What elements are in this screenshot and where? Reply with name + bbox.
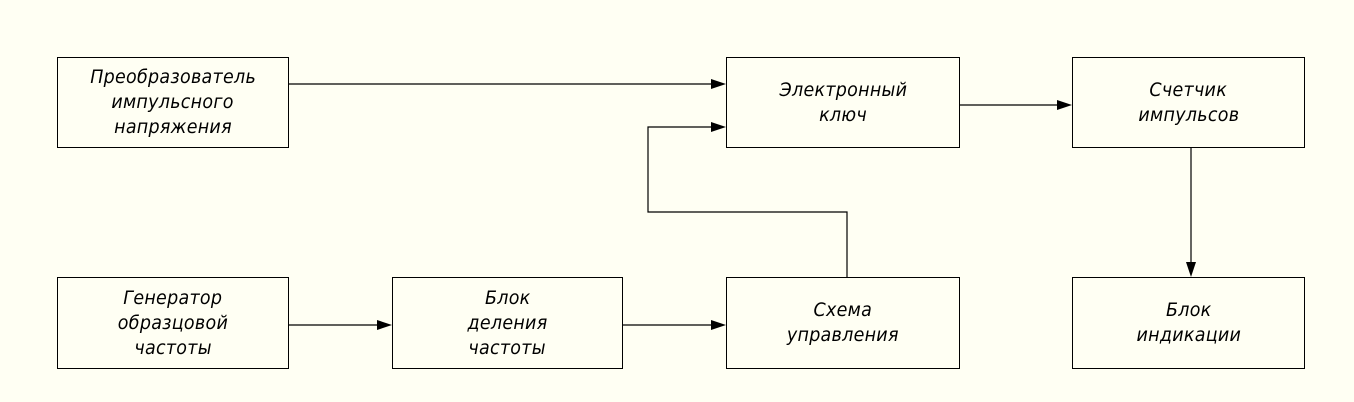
arrowhead-icon bbox=[711, 122, 726, 132]
arrowhead-icon bbox=[711, 79, 726, 89]
indicator-label-line2: индикации bbox=[1136, 324, 1241, 346]
arrowhead-icon bbox=[377, 320, 392, 330]
divider-label-line1: Блок bbox=[484, 286, 531, 309]
converter-label-line3: напряжения bbox=[114, 116, 232, 138]
generator-block: Генератор образцовой частоты bbox=[57, 277, 289, 369]
generator-label-line3: частоты bbox=[134, 336, 212, 359]
pulse-counter-label-line2: импульсов bbox=[1138, 103, 1239, 126]
electronic-key-label-line2: ключ bbox=[819, 103, 867, 126]
electronic-key-label-line1: Электронный bbox=[779, 78, 907, 101]
control-circuit-block: Схема управления bbox=[726, 277, 960, 369]
control-circuit-label-line1: Схема bbox=[813, 299, 873, 321]
connector-counter-to-indicator bbox=[1186, 148, 1196, 277]
divider-label-line2: деления bbox=[467, 311, 548, 334]
pulse-counter-label-line1: Счетчик bbox=[1149, 78, 1228, 101]
pulse-counter-block: Счетчик импульсов bbox=[1072, 57, 1305, 148]
converter-label-line2: импульсного bbox=[111, 91, 235, 113]
arrowhead-icon bbox=[711, 320, 726, 330]
divider-label-line3: частоты bbox=[468, 336, 547, 359]
arrowhead-icon bbox=[1057, 100, 1072, 110]
generator-label-line2: образцовой bbox=[117, 311, 229, 334]
generator-label-line1: Генератор bbox=[123, 286, 223, 309]
converter-block: Преобразователь импульсного напряжения bbox=[57, 57, 289, 148]
connector-control-to-key bbox=[647, 122, 848, 277]
converter-label-line1: Преобразователь bbox=[90, 66, 256, 88]
electronic-key-block: Электронный ключ bbox=[726, 57, 960, 148]
divider-block: Блок деления частоты bbox=[392, 277, 623, 369]
arrowhead-icon bbox=[1186, 262, 1196, 277]
connector-key-to-counter bbox=[960, 100, 1072, 110]
connector-generator-to-divider bbox=[289, 320, 392, 330]
connector-divider-to-control bbox=[623, 320, 726, 330]
indicator-block: Блок индикации bbox=[1072, 277, 1305, 369]
connector-converter-to-key bbox=[289, 79, 726, 89]
indicator-label-line1: Блок bbox=[1165, 299, 1212, 321]
control-circuit-label-line2: управления bbox=[787, 324, 899, 346]
